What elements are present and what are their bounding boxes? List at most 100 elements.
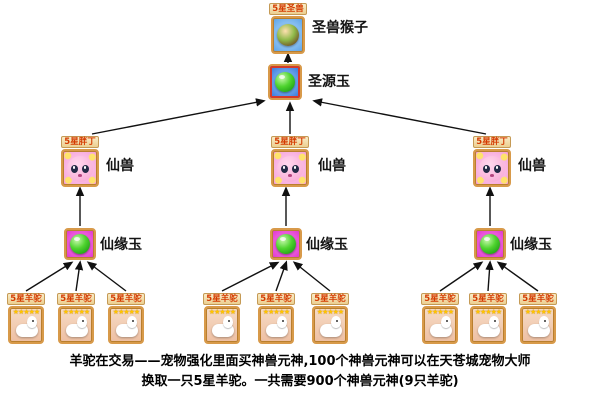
beast-icon[interactable] (61, 149, 99, 187)
green-gem (480, 234, 500, 254)
node-alpaca-8[interactable]: 5星羊驼 ★★★★★ (468, 293, 508, 344)
beast-mouth (78, 174, 82, 177)
stars-decoration: ★★★★★ (112, 308, 140, 316)
alpaca-head (489, 316, 499, 328)
alpaca-icon[interactable]: ★★★★★ (58, 306, 94, 344)
beast-face (67, 156, 93, 182)
beast-eye (281, 165, 288, 173)
alpaca-icon[interactable]: ★★★★★ (258, 306, 294, 344)
arrow-alpaca-9 (496, 261, 539, 292)
alpaca-eye (282, 320, 284, 322)
node-alpaca-1[interactable]: 5星羊驼 ★★★★★ (6, 293, 46, 344)
node-alpaca-5[interactable]: 5星羊驼 ★★★★★ (256, 293, 296, 344)
stars-decoration: ★★★★★ (524, 308, 552, 316)
label-fairy-jade-right: 仙缘玉 (510, 237, 552, 253)
node-holy-monkey[interactable]: 5星圣兽 (268, 3, 308, 54)
fairy-jade-icon[interactable] (474, 228, 506, 260)
star-tag: 5星羊驼 (203, 293, 241, 305)
node-alpaca-3[interactable]: 5星羊驼 ★★★★★ (106, 293, 146, 344)
alpaca-icon[interactable]: ★★★★★ (312, 306, 348, 344)
arrow-alpaca-5 (275, 260, 288, 292)
label-fairy-jade-center: 仙缘玉 (306, 237, 348, 253)
footer-line-1: 羊驼在交易——宠物强化里面买神兽元神,100个神兽元神可以在天苍城宠物大师 (69, 354, 531, 369)
label-beast-right: 仙兽 (518, 158, 546, 174)
alpaca-head (441, 316, 451, 328)
alpaca-head (223, 316, 233, 328)
star-tag: 5星胖丁 (271, 136, 309, 148)
arrow-alpaca-1 (25, 261, 74, 292)
alpaca-head (277, 316, 287, 328)
star-tag: 5星羊驼 (421, 293, 459, 305)
beast-icon[interactable] (473, 149, 511, 187)
star-tag: 5星羊驼 (311, 293, 349, 305)
label-fairy-jade-left: 仙缘玉 (100, 237, 142, 253)
star-tag: 5星羊驼 (469, 293, 507, 305)
alpaca-eye (82, 320, 84, 322)
beast-icon[interactable] (271, 149, 309, 187)
node-beast-left[interactable]: 5星胖丁 (60, 136, 100, 187)
green-gem (70, 234, 90, 254)
alpaca-icon[interactable]: ★★★★★ (520, 306, 556, 344)
alpaca-head (127, 316, 137, 328)
stars-decoration: ★★★★★ (316, 308, 344, 316)
stars-decoration: ★★★★★ (474, 308, 502, 316)
stars-decoration: ★★★★★ (12, 308, 40, 316)
node-alpaca-4[interactable]: 5星羊驼 ★★★★★ (202, 293, 242, 344)
label-holy-monkey: 圣兽猴子 (312, 20, 368, 36)
node-holy-jade[interactable] (265, 64, 305, 100)
alpaca-eye (32, 320, 34, 322)
node-alpaca-7[interactable]: 5星羊驼 ★★★★★ (420, 293, 460, 344)
label-holy-jade: 圣源玉 (308, 74, 350, 90)
star-tag: 5星羊驼 (57, 293, 95, 305)
star-tag: 5星羊驼 (107, 293, 145, 305)
node-fairy-jade-right[interactable] (470, 228, 510, 260)
node-alpaca-9[interactable]: 5星羊驼 ★★★★★ (518, 293, 558, 344)
fairy-jade-icon[interactable] (64, 228, 96, 260)
alpaca-icon[interactable]: ★★★★★ (8, 306, 44, 344)
holy-jade-icon[interactable] (268, 64, 302, 100)
node-fairy-jade-left[interactable] (60, 228, 100, 260)
alpaca-head (331, 316, 341, 328)
beast-eye (494, 165, 501, 173)
alpaca-head (539, 316, 549, 328)
beast-mouth (288, 174, 292, 177)
alpaca-eye (494, 320, 496, 322)
node-beast-center[interactable]: 5星胖丁 (270, 136, 310, 187)
beast-eye (483, 165, 490, 173)
beast-face (479, 156, 505, 182)
beast-eye (71, 165, 78, 173)
beast-face (277, 156, 303, 182)
alpaca-icon[interactable]: ★★★★★ (422, 306, 458, 344)
beast-mouth (490, 174, 494, 177)
beast-eye (82, 165, 89, 173)
arrow-alpaca-8 (485, 260, 494, 292)
node-fairy-jade-center[interactable] (266, 228, 306, 260)
stars-decoration: ★★★★★ (426, 308, 454, 316)
arrow-alpaca-6 (292, 261, 331, 292)
green-gem (275, 72, 295, 92)
arrow-beast-right-to-jade (312, 98, 487, 135)
star-tag: 5星羊驼 (257, 293, 295, 305)
monkey-portrait (277, 24, 299, 46)
alpaca-icon[interactable]: ★★★★★ (470, 306, 506, 344)
node-alpaca-2[interactable]: 5星羊驼 ★★★★★ (56, 293, 96, 344)
star-tag: 5星圣兽 (269, 3, 307, 15)
monkey-icon[interactable] (271, 16, 305, 54)
alpaca-icon[interactable]: ★★★★★ (204, 306, 240, 344)
alpaca-eye (132, 320, 134, 322)
node-beast-right[interactable]: 5星胖丁 (472, 136, 512, 187)
star-tag: 5星胖丁 (473, 136, 511, 148)
star-tag: 5星羊驼 (7, 293, 45, 305)
node-alpaca-6[interactable]: 5星羊驼 ★★★★★ (310, 293, 350, 344)
label-beast-center: 仙兽 (318, 158, 346, 174)
arrow-alpaca-2 (74, 260, 84, 292)
alpaca-head (77, 316, 87, 328)
alpaca-eye (228, 320, 230, 322)
alpaca-eye (336, 320, 338, 322)
alpaca-head (27, 316, 37, 328)
stars-decoration: ★★★★★ (62, 308, 90, 316)
fairy-jade-icon[interactable] (270, 228, 302, 260)
footer-line-2: 换取一只5星羊驼。一共需要900个神兽元神(9只羊驼) (141, 374, 459, 389)
alpaca-icon[interactable]: ★★★★★ (108, 306, 144, 344)
